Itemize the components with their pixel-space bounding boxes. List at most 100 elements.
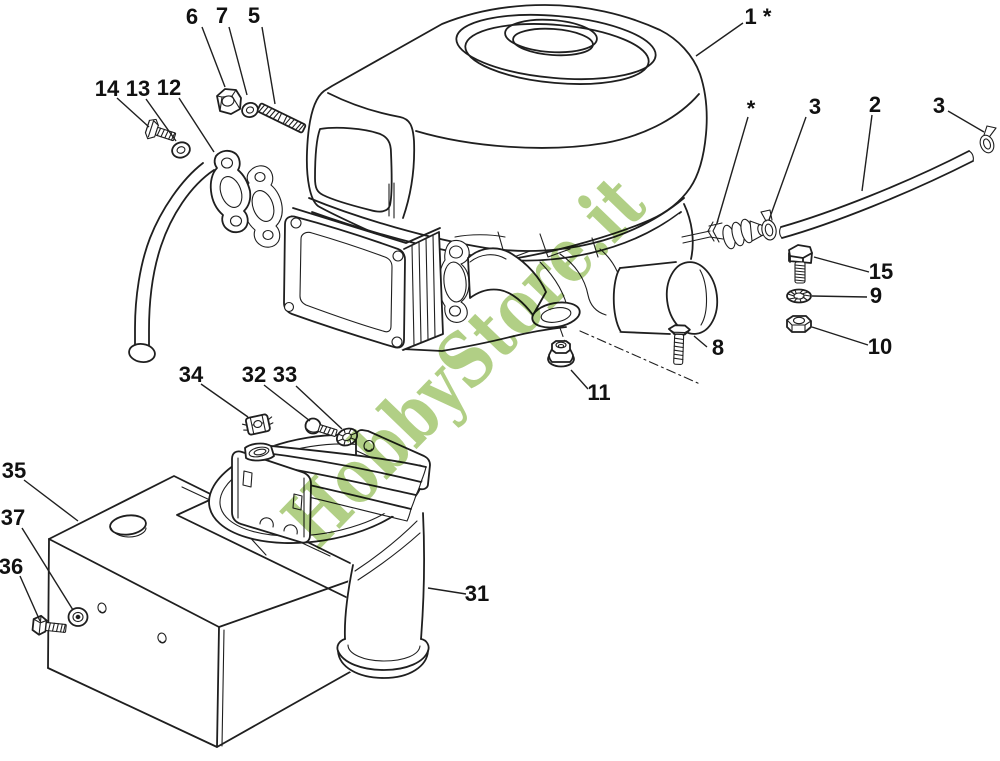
- flanged-nut-11-drawing: [547, 340, 575, 368]
- nut-10-drawing-shape: [786, 319, 812, 333]
- engine-block-drawing-shape: [448, 305, 462, 317]
- engine-side-box-drawing-shape: [292, 207, 441, 244]
- fuel-filter-fitting-drawing: [707, 218, 765, 250]
- hose-clamp-right-drawing-shape: [983, 125, 997, 137]
- callout-leader-14-8: [693, 335, 708, 348]
- muffler-heat-shield-drawing-shape: [242, 470, 253, 488]
- callout-leader-10-3: [947, 110, 985, 133]
- muffler-cover-drawing-shape: [99, 610, 106, 614]
- muffler-cover-drawing-shape: [110, 527, 147, 538]
- bolt-14-drawing-shape: [144, 119, 159, 138]
- engine-block-drawing-shape: [612, 267, 622, 333]
- callout-leader-2-5: [261, 26, 276, 105]
- muffler-heat-shield-drawing-shape: [237, 457, 305, 538]
- exhaust-pipe-drawing-shape: [220, 157, 234, 169]
- callout-label-14-8: 8: [712, 335, 724, 360]
- callout-label-3-14: 14: [95, 76, 120, 101]
- bolt-36-drawing: [31, 614, 67, 636]
- callout-leader-8-3: [768, 116, 807, 221]
- engine-side-box-drawing-shape: [283, 301, 295, 313]
- callout-leader-lines: [19, 22, 985, 622]
- muffler-cover-drawing-shape: [47, 667, 351, 748]
- fuel-filter-fitting-drawing-shape: [707, 220, 724, 243]
- muffler-can-drawing-shape: [347, 644, 421, 662]
- muffler-heat-shield-drawing-shape: [259, 517, 274, 528]
- nut-10-drawing-shape: [792, 316, 806, 325]
- bolt-32-drawing-shape-shape: [319, 424, 335, 436]
- bolt-32-drawing-shape: [306, 428, 319, 433]
- engine-side-box-drawing-shape: [290, 217, 302, 229]
- bolt-15-drawing: [788, 244, 813, 284]
- bolt-8-drawing-shape: [673, 333, 685, 365]
- bolt-8-drawing-shape: [673, 337, 685, 361]
- engine-drawing-shape: [327, 92, 416, 219]
- callout-leader-0-6: [201, 26, 226, 88]
- muffler-can-drawing-shape: [338, 510, 428, 680]
- engine-block-drawing-shape: [681, 230, 711, 244]
- exhaust-pipe-drawing-shape: [134, 164, 215, 352]
- exhaust-pipe-drawing-shape: [134, 162, 204, 348]
- bolt-8-drawing-shape: [668, 328, 691, 336]
- callout-label-9-2: 2: [869, 92, 881, 117]
- callout-leader-21-36: [19, 575, 41, 622]
- callout-leader-18-33: [295, 385, 343, 430]
- callout-label-21-36: 36: [0, 554, 23, 579]
- stud-5-drawing-shape: [256, 102, 307, 134]
- engine-side-box-drawing-shape: [402, 231, 444, 351]
- callout-leader-4-13: [145, 98, 177, 142]
- engine-drawing-shape: [464, 23, 650, 85]
- engine-drawing-shape: [455, 14, 657, 80]
- muffler-bracket-plate-drawing-shape: [363, 439, 375, 453]
- callout-leader-19-35: [23, 479, 79, 522]
- engine-block-drawing-shape: [469, 254, 507, 263]
- stud-5-drawing-shape: [258, 104, 305, 132]
- hose-clamp-right-drawing-shape: [982, 138, 992, 150]
- exhaust-pipe-drawing-shape: [148, 169, 215, 350]
- callout-label-11-15: 15: [869, 259, 893, 284]
- engine-block-drawing-shape: [683, 203, 694, 260]
- callout-label-2-5: 5: [248, 3, 260, 28]
- engine-block-drawing-shape: [559, 253, 607, 316]
- muffler-can-drawing-shape: [420, 512, 425, 640]
- callout-label-16-34: 34: [179, 362, 204, 387]
- callout-leader-1-7: [228, 26, 248, 96]
- nut-6-drawing-shape: [221, 95, 235, 107]
- engine-drawing-shape: [314, 126, 393, 213]
- muffler-can-drawing-shape: [337, 650, 429, 679]
- muffler-cover-drawing-shape: [218, 579, 353, 628]
- nut-6-drawing: [216, 88, 242, 115]
- fuel-hose-drawing-shape: [781, 160, 974, 239]
- muffler-can-drawing-shape: [336, 638, 430, 671]
- fuel-hose-drawing-shape: [780, 150, 970, 228]
- callout-leader-22-31: [427, 587, 467, 595]
- engine-block-drawing-shape: [454, 234, 506, 238]
- engine-block-drawing-shape: [540, 307, 572, 323]
- nut-10-drawing: [786, 315, 812, 333]
- fuel-hose-drawing: [779, 150, 974, 239]
- engine-side-box-drawing-shape: [411, 234, 436, 346]
- muffler-cover-drawing-shape: [221, 629, 225, 747]
- washer-7-drawing: [241, 101, 259, 119]
- muffler-bracket-plate-drawing-shape: [365, 448, 373, 452]
- callout-leader-3-14: [116, 97, 150, 128]
- engine-block-drawing-shape: [448, 245, 464, 259]
- engine-drawing-shape: [512, 27, 594, 57]
- callout-leader-16-34: [200, 383, 249, 418]
- exhaust-gasket-drawing-shape: [251, 190, 275, 222]
- clip-nut-34-drawing: [241, 413, 274, 436]
- engine-side-box-drawing: [283, 207, 444, 351]
- engine-side-box-drawing-shape: [391, 336, 403, 348]
- exhaust-pipe-drawing-shape: [219, 176, 243, 208]
- callout-label-4-13: 13: [126, 76, 150, 101]
- stud-5-drawing-shape: [277, 112, 288, 124]
- hose-clamp-right-drawing: [979, 125, 997, 154]
- muffler-cover-drawing-shape: [47, 538, 50, 669]
- engine-drawing-shape: [504, 18, 598, 54]
- fuel-hose-drawing-shape: [968, 150, 974, 162]
- callout-label-1-7: 7: [216, 3, 228, 28]
- bolt-32-drawing-shape: [317, 424, 338, 437]
- callout-label-18-33: 33: [273, 362, 297, 387]
- stud-5-drawing: [256, 102, 307, 134]
- engine-side-box-drawing-shape: [283, 215, 406, 349]
